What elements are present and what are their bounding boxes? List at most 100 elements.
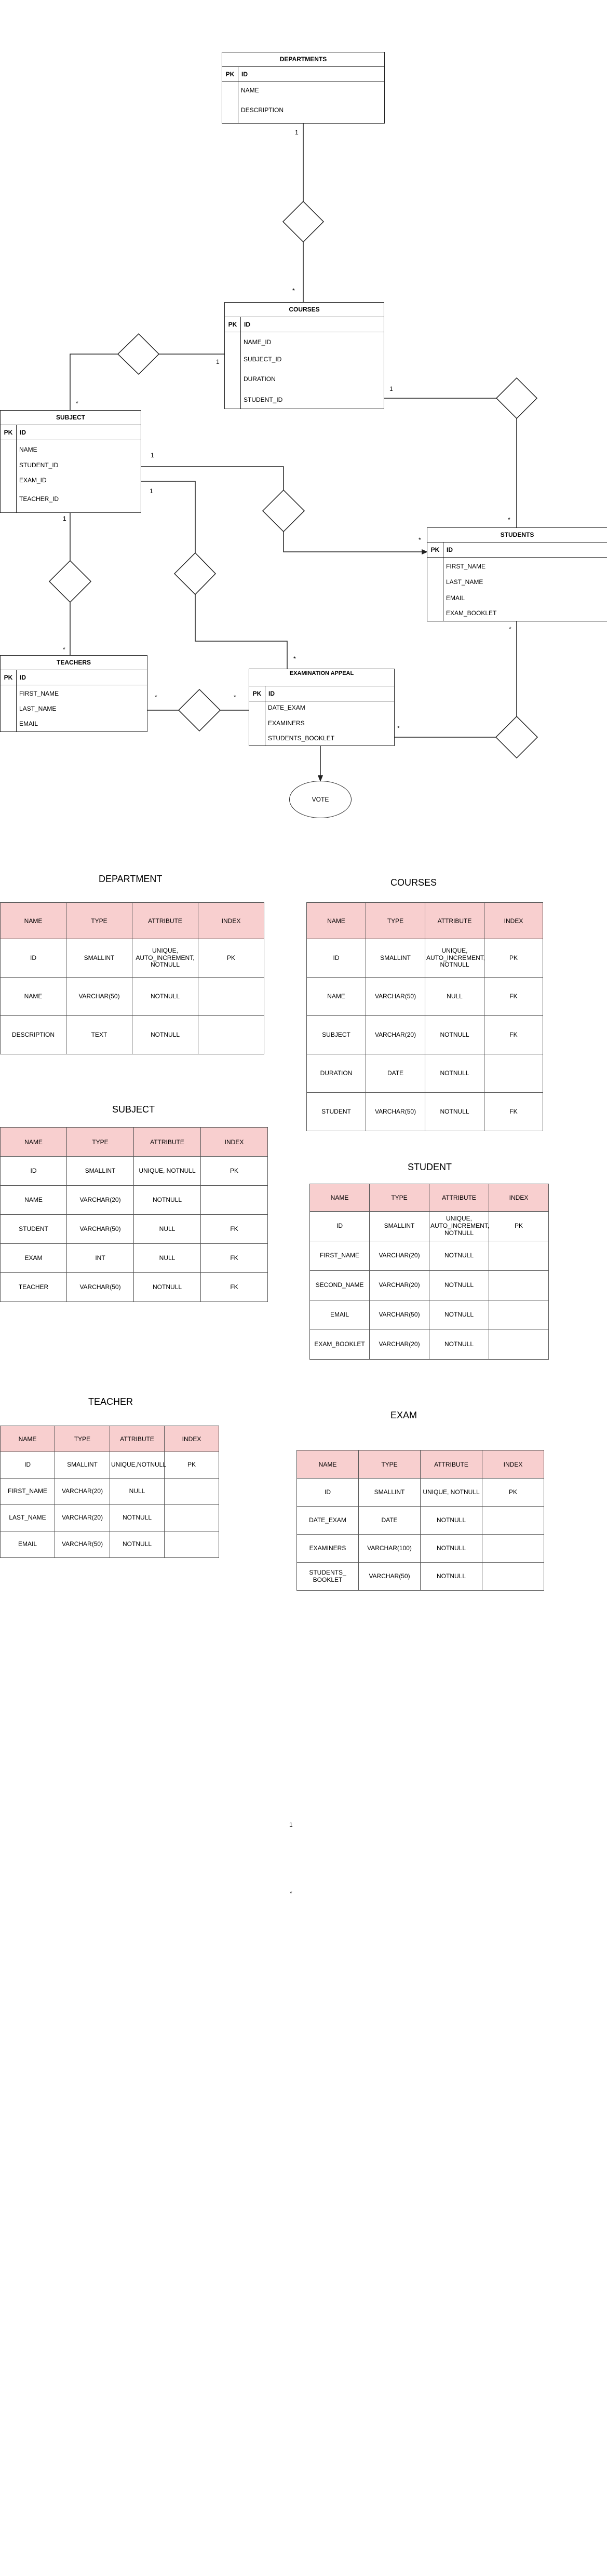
table-cell: VARCHAR(50)	[358, 1562, 421, 1591]
table-cell: ID	[296, 1478, 359, 1507]
table-cell: DATE_EXAM	[296, 1506, 359, 1535]
table-cell: VARCHAR(100)	[358, 1534, 421, 1563]
table-cell: STUDENT	[0, 1214, 67, 1244]
entity-field: EXAM_ID	[19, 477, 47, 484]
column-header: ATTRIBUTE	[420, 1450, 482, 1479]
table-heading-courses: COURSES	[390, 877, 437, 888]
column-header: TYPE	[66, 1127, 134, 1157]
column-header: TYPE	[358, 1450, 421, 1479]
cardinality-many: *	[63, 646, 65, 653]
relationship-diamond	[262, 489, 305, 533]
table-heading-student: STUDENT	[408, 1162, 452, 1172]
pk-label: PK	[427, 543, 443, 557]
entity-field: LAST_NAME	[19, 705, 57, 712]
cardinality-many: *	[234, 694, 236, 701]
table-cell: FK	[200, 1272, 268, 1302]
table-cell: NOTNULL	[429, 1270, 489, 1300]
column-header: TYPE	[369, 1184, 429, 1212]
column-header: NAME	[309, 1184, 370, 1212]
cardinality-many: *	[155, 694, 157, 701]
entity-field: EXAMINERS	[268, 720, 305, 727]
table-cell: DESCRIPTION	[0, 1015, 66, 1054]
column-header: TYPE	[66, 902, 132, 939]
table-cell: EXAM	[0, 1243, 67, 1273]
table-cell: FK	[200, 1214, 268, 1244]
table-cell: VARCHAR(50)	[66, 977, 132, 1016]
pk-label: PK	[1, 425, 17, 440]
column-header: ATTRIBUTE	[133, 1127, 201, 1157]
table-cell: FK	[484, 1092, 543, 1131]
table-cell: NOTNULL	[110, 1504, 165, 1531]
column-header: ATTRIBUTE	[425, 902, 484, 939]
table-cell: NOTNULL	[420, 1562, 482, 1591]
table-cell	[164, 1478, 219, 1505]
cardinality-many: *	[509, 626, 511, 633]
table-cell: EXAM_BOOKLET	[309, 1330, 370, 1360]
column-header: NAME	[296, 1450, 359, 1479]
table-cell: EXAMINERS	[296, 1534, 359, 1563]
table-cell: NOTNULL	[132, 977, 198, 1016]
table-cell: VARCHAR(20)	[55, 1478, 110, 1505]
table-cell: UNIQUE, NOTNULL	[420, 1478, 482, 1507]
table-cell: FK	[484, 1015, 543, 1054]
relationship-diamond	[282, 200, 325, 243]
table-cell: NOTNULL	[425, 1054, 484, 1093]
table-cell: UNIQUE, AUTO_INCREMENT, NOTNULL	[429, 1211, 489, 1241]
table-cell	[198, 1015, 264, 1054]
cardinality-many: *	[397, 725, 400, 732]
table-cell	[164, 1504, 219, 1531]
table-cell: SMALLINT	[55, 1452, 110, 1479]
table-cell	[482, 1562, 544, 1591]
table-cell: VARCHAR(20)	[369, 1330, 429, 1360]
entity-field: DURATION	[244, 375, 276, 383]
vote-attribute[interactable]: VOTE	[289, 781, 352, 818]
cardinality-many: *	[293, 655, 296, 662]
table-cell: SUBJECT	[306, 1015, 366, 1054]
table-cell: NOTNULL	[133, 1272, 201, 1302]
table-cell	[489, 1270, 549, 1300]
cardinality-many: *	[292, 287, 295, 294]
column-header: ATTRIBUTE	[132, 902, 198, 939]
table-cell: NAME	[306, 977, 366, 1016]
cardinality-one: 1	[295, 129, 299, 136]
table-cell: INT	[66, 1243, 134, 1273]
table-cell	[484, 1054, 543, 1093]
table-cell: SMALLINT	[366, 939, 425, 978]
table-cell: NOTNULL	[425, 1092, 484, 1131]
pk-label: PK	[222, 67, 238, 82]
entity-field: FIRST_NAME	[19, 690, 59, 697]
table-heading-department: DEPARTMENT	[99, 874, 163, 884]
pk-field: ID	[447, 546, 453, 553]
table-cell: ID	[309, 1211, 370, 1241]
table-heading-exam: EXAM	[390, 1410, 417, 1420]
column-header: INDEX	[482, 1450, 544, 1479]
entity-field: EXAM_BOOKLET	[446, 609, 497, 617]
cardinality-one: 1	[150, 487, 153, 495]
table-cell: NOTNULL	[425, 1015, 484, 1054]
rel-subject-courses	[70, 354, 224, 410]
table-cell: VARCHAR(20)	[369, 1270, 429, 1300]
table-cell: NULL	[110, 1478, 165, 1505]
entity-field: NAME	[241, 87, 259, 94]
table-cell: SMALLINT	[358, 1478, 421, 1507]
